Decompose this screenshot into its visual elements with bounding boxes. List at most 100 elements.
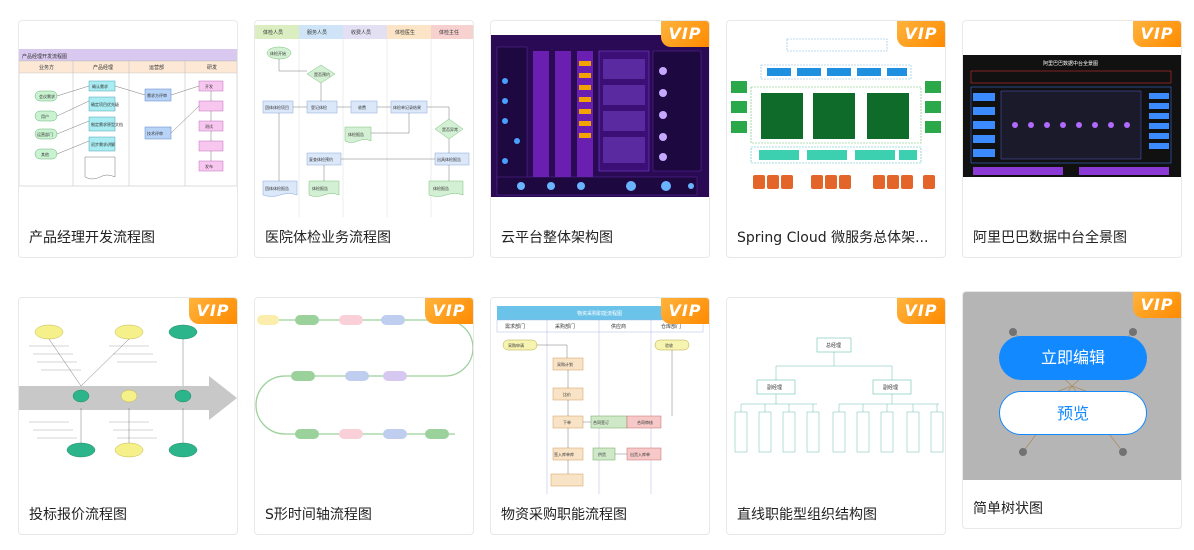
node-label: 采购计划: [557, 361, 573, 367]
node-label: 需求方评审: [147, 92, 167, 98]
template-thumbnail[interactable]: VIP: [255, 298, 473, 494]
node-label: 合同审核: [637, 419, 653, 425]
preview-heading: 产品经理开发流程图: [22, 53, 67, 60]
node-label: 验收: [665, 342, 673, 348]
node-label: 初步需求讲解: [91, 141, 115, 147]
node-label: 体检报告: [348, 131, 364, 137]
node-label: 供货: [598, 451, 606, 457]
node-label: 体检开始: [270, 50, 286, 56]
template-card[interactable]: VIP Spring Cloud 微服务总体架...: [726, 20, 946, 258]
node-label: 发布: [205, 163, 213, 169]
node-label: 总经理: [826, 342, 841, 349]
edit-now-button[interactable]: 立即编辑: [999, 336, 1147, 380]
node-label: 团体体检报告: [265, 185, 289, 191]
card-title: 物资采购职能流程图: [501, 507, 627, 523]
lane-label: 体检医生: [395, 29, 415, 36]
lane-label: 研发: [207, 64, 217, 71]
template-thumbnail[interactable]: VIP: [19, 298, 237, 494]
vip-badge: VIP: [189, 298, 237, 324]
node-label: 体检报告: [312, 185, 328, 191]
node-label: 收费: [358, 104, 366, 110]
node-label: 制定需求原型文档: [91, 121, 123, 127]
template-card[interactable]: VIP 云平台整体架构图: [490, 20, 710, 258]
vip-badge: VIP: [1133, 21, 1181, 47]
card-title: 阿里巴巴数据中台全景图: [973, 230, 1127, 246]
card-title: S形时间轴流程图: [265, 507, 372, 523]
template-card[interactable]: 总经理 副经理 副经理 VIP 直线职能型组织结构图: [726, 297, 946, 535]
vip-badge: VIP: [661, 298, 709, 324]
flowchart-preview: 体检人员 服务人员 收费人员 体检医生 体检主任 体检开始 是否预约 团体体: [255, 25, 473, 217]
flowchart-preview: 物资采购职能流程图 需求部门 采购部门 供应商 仓库部门 采购申请 验收: [496, 306, 704, 494]
template-thumbnail[interactable]: 总经理 副经理 副经理 VIP: [727, 298, 945, 494]
template-card[interactable]: 阿里巴巴数据中台全景图 VIP 阿里巴巴数据中台全景图: [962, 20, 1182, 258]
template-card[interactable]: 体检人员 服务人员 收费人员 体检医生 体检主任 体检开始 是否预约 团体体: [254, 20, 474, 258]
node-label: 测试: [205, 123, 213, 129]
org-chart-preview: 总经理 副经理 副经理: [734, 337, 944, 453]
lane-label: 采购部门: [555, 323, 575, 330]
lane-label: 仓库部门: [661, 323, 681, 330]
lane-label: 运营部: [149, 64, 164, 71]
vip-badge: VIP: [1133, 292, 1181, 318]
template-thumbnail[interactable]: VIP 立即编辑 预览: [963, 292, 1181, 480]
card-title: Spring Cloud 微服务总体架...: [737, 230, 929, 246]
preview-button[interactable]: 预览: [999, 391, 1147, 435]
fishbone-preview: [19, 324, 237, 458]
node-label: 其他: [41, 151, 49, 157]
node-label: 比价: [563, 391, 571, 397]
card-title: 简单树状图: [973, 501, 1043, 517]
node-label: 是否预约: [314, 71, 330, 77]
vip-badge: VIP: [661, 21, 709, 47]
architecture-preview: [731, 38, 941, 189]
node-label: 会议需求: [39, 93, 55, 99]
node-label: 采购申请: [508, 342, 524, 348]
node-label: 合同签订: [593, 419, 609, 425]
node-label: 签入库单库: [554, 451, 574, 457]
lane-label: 体检主任: [439, 29, 459, 36]
node-label: 体检报告: [433, 185, 449, 191]
card-title: 医院体检业务流程图: [265, 230, 391, 246]
node-label: 团体体检项目: [265, 104, 289, 110]
lane-label: 产品经理: [93, 64, 113, 71]
architecture-preview: [491, 35, 709, 197]
template-thumbnail[interactable]: 体检人员 服务人员 收费人员 体检医生 体检主任 体检开始 是否预约 团体体: [255, 21, 473, 217]
template-thumbnail[interactable]: 产品经理开发流程图 业务方 产品经理 运营部 研发 会议需求 用户 运营部门: [19, 21, 237, 217]
node-label: 登记体检: [311, 104, 327, 110]
template-thumbnail[interactable]: 阿里巴巴数据中台全景图 VIP: [963, 21, 1181, 217]
hover-overlay: [963, 292, 1181, 480]
lane-label: 体检人员: [263, 29, 283, 36]
preview-heading: 阿里巴巴数据中台全景图: [1043, 60, 1098, 67]
node-label: 是否异常: [442, 126, 458, 132]
node-label: 运营部门: [37, 131, 53, 137]
node-label: 出具体检报告: [437, 156, 461, 162]
node-label: 用户: [41, 113, 49, 119]
lane-label: 需求部门: [505, 323, 525, 330]
template-card[interactable]: 物资采购职能流程图 需求部门 采购部门 供应商 仓库部门 采购申请 验收: [490, 297, 710, 535]
lane-label: 服务人员: [307, 29, 327, 36]
lane-label: 收费人员: [351, 29, 371, 36]
node-label: 体检单记录结果: [393, 104, 421, 110]
node-label: 副经理: [767, 384, 782, 391]
architecture-preview: 阿里巴巴数据中台全景图: [963, 55, 1181, 177]
template-thumbnail[interactable]: 物资采购职能流程图 需求部门 采购部门 供应商 仓库部门 采购申请 验收: [491, 298, 709, 494]
node-label: 出货入库单: [630, 451, 650, 457]
template-card[interactable]: 产品经理开发流程图 业务方 产品经理 运营部 研发 会议需求 用户 运营部门: [18, 20, 238, 258]
node-label: 下单: [563, 419, 571, 425]
template-card[interactable]: VIP S形时间轴流程图: [254, 297, 474, 535]
vip-badge: VIP: [897, 21, 945, 47]
node-label: 复查体检预约: [309, 156, 333, 162]
node-label: 确定项目优先级: [91, 101, 119, 107]
card-title: 产品经理开发流程图: [29, 230, 155, 246]
flowchart-preview: 产品经理开发流程图 业务方 产品经理 运营部 研发 会议需求 用户 运营部门: [19, 49, 237, 187]
template-thumbnail[interactable]: VIP: [491, 21, 709, 217]
vip-badge: VIP: [425, 298, 473, 324]
lane-label: 供应商: [611, 323, 626, 330]
template-card[interactable]: VIP 投标报价流程图: [18, 297, 238, 535]
template-thumbnail[interactable]: VIP: [727, 21, 945, 217]
lane-label: 业务方: [39, 64, 54, 71]
vip-badge: VIP: [897, 298, 945, 324]
node-label: 确认需求: [92, 83, 108, 89]
preview-heading: 物资采购职能流程图: [577, 310, 622, 317]
card-title: 直线职能型组织结构图: [737, 507, 877, 523]
template-card[interactable]: VIP 立即编辑 预览 简单树状图: [962, 291, 1182, 529]
